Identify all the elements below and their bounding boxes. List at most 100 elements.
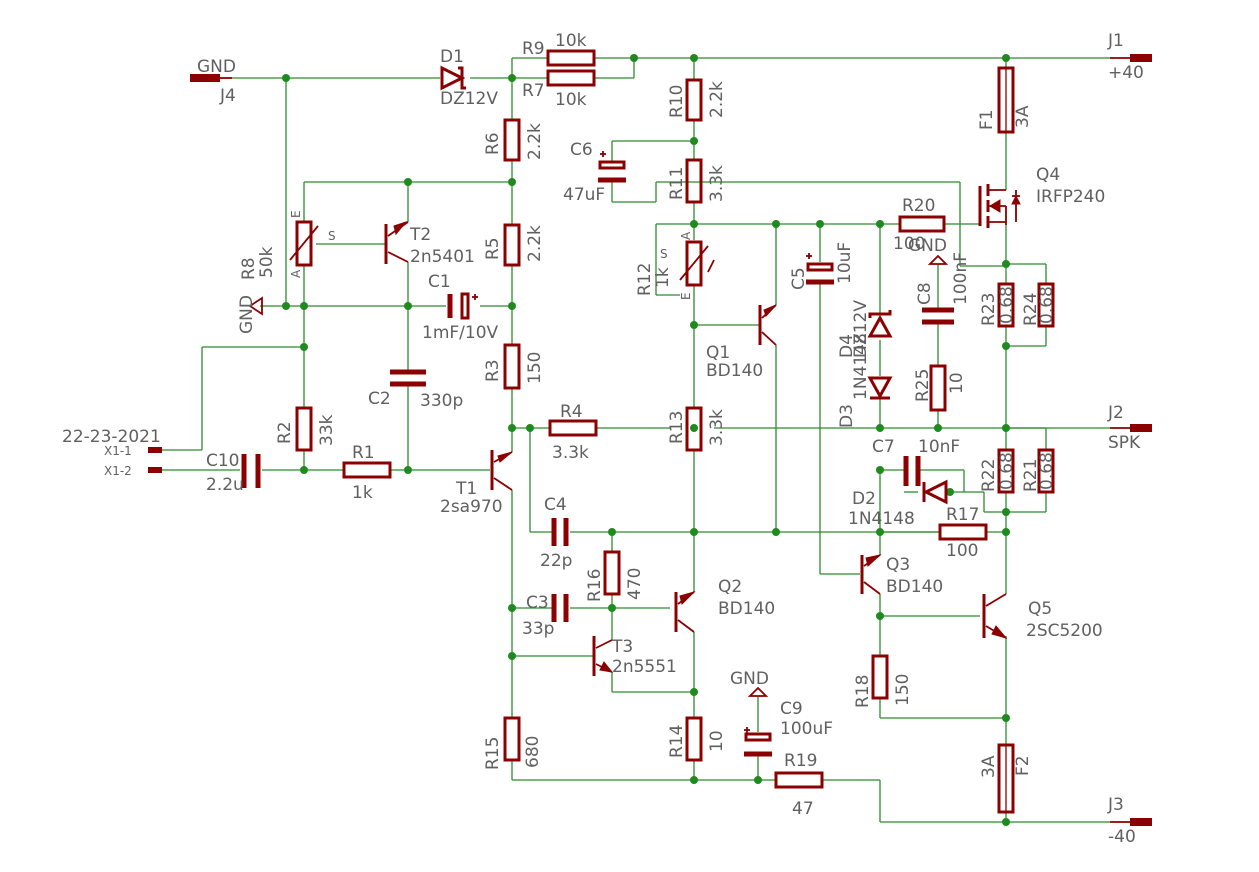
label-r4-value: 3.3k: [552, 443, 589, 463]
label-c1-value: 1mF/10V: [422, 323, 499, 343]
label-c2-value: 330p: [420, 391, 463, 411]
label-d4-value: DZ12V: [851, 300, 871, 358]
label-j3-value: -40: [1108, 827, 1136, 847]
connectors: [148, 54, 1152, 826]
label-q4-value: IRFP240: [1036, 187, 1105, 207]
diodes: [440, 65, 948, 505]
label-r16-value: 470: [625, 568, 645, 600]
label-f1-value: 3A: [1013, 105, 1033, 128]
label-r15-value: 680: [523, 736, 543, 768]
label-q4: Q4: [1036, 165, 1060, 185]
label-j3: J3: [1107, 795, 1124, 815]
labels: GND J4 D1 DZ12V R9 10k R7 10k R6 2.2k R1…: [62, 31, 1144, 847]
label-j4: J4: [219, 86, 236, 106]
transistors: [384, 184, 1021, 676]
label-r6: R6: [483, 132, 503, 155]
label-r5-value: 2.2k: [525, 225, 545, 262]
label-t3-value: 2n5551: [612, 657, 677, 677]
label-q1-value: BD140: [706, 361, 763, 381]
label-r15: R15: [483, 737, 503, 770]
label-r5: R5: [483, 237, 503, 260]
label-r20: R20: [902, 196, 935, 216]
label-r17: R17: [946, 505, 979, 525]
label-q3: Q3: [886, 555, 910, 575]
label-r6-value: 2.2k: [525, 123, 545, 160]
label-q5-value: 2SC5200: [1026, 621, 1103, 641]
label-c6-value: 47uF: [563, 185, 605, 205]
label-r8-pin-e: E: [289, 210, 303, 218]
label-c7: C7: [872, 437, 895, 457]
junctions: [282, 54, 1010, 826]
label-r12-value: 1k: [653, 267, 673, 288]
wires: [160, 57, 1110, 823]
label-c3-value: 33p: [522, 619, 554, 639]
label-r22-value: 0.68: [997, 452, 1017, 490]
label-d1-value: DZ12V: [440, 89, 498, 109]
label-c4-value: 22p: [540, 551, 572, 571]
label-gnd-j4: GND: [197, 57, 236, 77]
label-r7-value: 10k: [555, 90, 587, 110]
label-c5-value: 10uF: [835, 242, 855, 284]
label-r19-value: 47: [792, 799, 814, 819]
label-input-connector: 22-23-2021: [62, 427, 161, 447]
label-q1: Q1: [706, 343, 730, 363]
label-r14-value: 10: [707, 730, 727, 752]
label-r14: R14: [667, 725, 687, 758]
label-gnd-c8: GND: [908, 236, 947, 256]
label-r9-value: 10k: [555, 31, 587, 51]
label-r1: R1: [352, 443, 375, 463]
label-x1-1: X1-1: [104, 444, 132, 458]
label-d4: D4: [837, 334, 857, 358]
label-c9-value: 100uF: [780, 719, 833, 739]
label-d3: D3: [837, 404, 857, 428]
label-r10: R10: [667, 85, 687, 118]
label-j2-value: SPK: [1108, 433, 1141, 453]
label-j1-value: +40: [1108, 63, 1144, 83]
label-r17-value: 100: [946, 541, 978, 561]
label-r13-value: 3.3k: [707, 409, 727, 446]
label-r4: R4: [560, 402, 583, 422]
label-r12-pin-s: S: [660, 247, 668, 261]
label-r8-value: 50k: [257, 246, 277, 278]
label-r23-value: 0.68: [997, 286, 1017, 324]
label-j2: J2: [1107, 403, 1124, 423]
label-r12-pin-e: E: [679, 292, 693, 300]
label-r12: R12: [635, 263, 655, 296]
label-r18-value: 150: [893, 674, 913, 706]
label-r10-value: 2.2k: [707, 81, 727, 118]
label-r9: R9: [522, 39, 545, 59]
label-r21: R21: [1021, 459, 1041, 492]
label-q2-value: BD140: [718, 599, 775, 619]
label-r20-value: 100: [893, 234, 925, 254]
label-gnd-left: GND: [237, 295, 257, 334]
label-r21-value: 0.68: [1037, 452, 1057, 490]
label-c8: C8: [915, 282, 935, 305]
capacitors: [241, 160, 954, 757]
label-c2: C2: [368, 389, 391, 409]
label-r24-value: 0.68: [1037, 286, 1057, 324]
label-c10: C10: [206, 451, 240, 471]
label-t2: T2: [409, 225, 431, 245]
pot-wipers: [289, 225, 715, 281]
label-f2: F2: [1013, 755, 1033, 776]
fuses: [997, 66, 1015, 814]
label-r8-pin-s: S: [328, 229, 336, 243]
label-c7-value: 10nF: [918, 437, 960, 457]
label-r16: R16: [585, 569, 605, 602]
label-r1-value: 1k: [352, 483, 373, 503]
label-r11: R11: [667, 167, 687, 200]
label-d3-value: 1N4148: [851, 333, 871, 400]
label-c1: C1: [428, 272, 451, 292]
label-r25: R25: [913, 369, 933, 402]
resistors: [295, 49, 1055, 789]
label-q3-value: BD140: [886, 577, 943, 597]
label-r7: R7: [522, 81, 545, 101]
label-c9: C9: [780, 699, 803, 719]
label-x1-2: X1-2: [104, 464, 132, 478]
label-r25-value: 10: [947, 372, 967, 394]
label-r23: R23: [979, 293, 999, 326]
label-r2-value: 33k: [317, 414, 337, 446]
polarity-marks: [472, 151, 812, 733]
label-r3: R3: [483, 359, 503, 382]
label-r24: R24: [1021, 293, 1041, 326]
